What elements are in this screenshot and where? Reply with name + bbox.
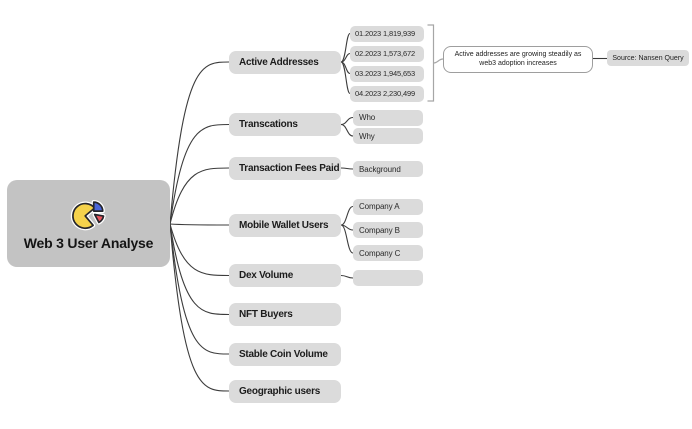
child-label: Company C [359, 248, 401, 258]
child-label: Why [359, 131, 375, 141]
branch-node-transaction-fees-paid[interactable]: Transaction Fees Paid [229, 156, 341, 180]
branch-label: Transcations [239, 119, 298, 130]
pie-chart-icon [70, 200, 106, 231]
child-node-company-c[interactable]: Company C [353, 245, 423, 261]
child-node-company-b[interactable]: Company B [353, 222, 423, 238]
branch-node-mobile-wallet-users[interactable]: Mobile Wallet Users [229, 213, 341, 237]
summary-note-text: Active addresses are growing steadily as… [454, 50, 582, 67]
child-node-02-2023[interactable]: 02.2023 1,573,672 [350, 45, 424, 62]
child-label: Background [359, 164, 401, 174]
branch-label: Stable Coin Volume [239, 348, 328, 360]
child-node-04-2023[interactable]: 04.2023 2,230,499 [350, 85, 424, 102]
central-topic-node[interactable]: Web 3 User Analyse [7, 180, 170, 267]
child-label: 02.2023 1,573,672 [355, 49, 416, 58]
branch-label: Transaction Fees Paid [239, 162, 340, 174]
branch-node-geographic-users[interactable]: Geographic users [229, 379, 341, 403]
branch-label: Dex Volume [239, 270, 293, 281]
central-topic-label: Web 3 User Analyse [23, 235, 154, 251]
branch-node-dex-volume[interactable]: Dex Volume [229, 264, 341, 287]
child-label: Who [359, 113, 376, 122]
branch-node-nft-buyers[interactable]: NFT Buyers [229, 303, 341, 326]
branch-label: Geographic users [239, 385, 321, 397]
branch-label: Active Addresses [239, 56, 319, 68]
child-node-company-a[interactable]: Company A [353, 198, 423, 215]
summary-bracket [427, 24, 444, 102]
child-label: Company A [359, 202, 400, 211]
branch-node-transcations[interactable]: Transcations [229, 113, 341, 136]
child-label: 04.2023 2,230,499 [355, 89, 416, 98]
child-node-who[interactable]: Who [353, 109, 423, 126]
child-node-03-2023[interactable]: 03.2023 1,945,653 [350, 65, 424, 82]
branch-label: NFT Buyers [239, 309, 293, 320]
child-label: 01.2023 1,819,939 [355, 29, 416, 38]
source-label: Source: Nansen Query [612, 54, 684, 62]
branch-node-stable-coin-volume[interactable]: Stable Coin Volume [229, 342, 341, 366]
summary-note-node[interactable]: Active addresses are growing steadily as… [443, 45, 593, 73]
child-node-background[interactable]: Background [353, 161, 423, 177]
child-label: Company B [359, 225, 400, 235]
child-node-why[interactable]: Why [353, 128, 423, 144]
branch-label: Mobile Wallet Users [239, 219, 329, 231]
source-node[interactable]: Source: Nansen Query [607, 50, 689, 66]
branch-node-active-addresses[interactable]: Active Addresses [229, 50, 341, 74]
child-node-01-2023[interactable]: 01.2023 1,819,939 [350, 25, 424, 42]
child-node-empty[interactable] [353, 270, 423, 286]
child-label: 03.2023 1,945,653 [355, 69, 416, 78]
